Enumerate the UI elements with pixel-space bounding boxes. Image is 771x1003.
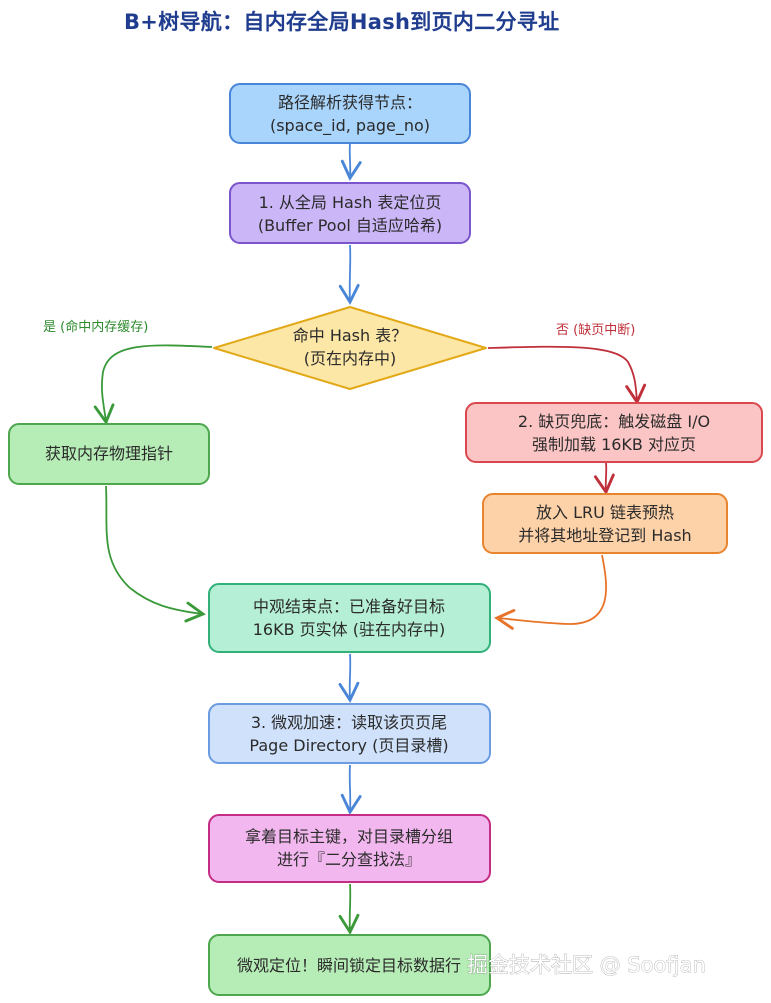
node-hash-lookup-box: [229, 182, 471, 244]
node-hit-decision-line2: (页在内存中): [304, 349, 397, 368]
node-macro-end: 中观结束点：已准备好目标 16KB 页实体 (驻在内存中): [208, 583, 491, 653]
node-get-pointer-box: [8, 423, 210, 485]
node-start-box: [229, 83, 471, 144]
edge-binary-to-locate: [338, 883, 360, 935]
node-lru-warm-line2: 并将其地址登记到 Hash: [518, 526, 691, 545]
node-macro-end-line2: 16KB 页实体 (驻在内存中): [253, 620, 446, 639]
watermark: 掘金技术社区 @ Soofjan: [467, 953, 706, 977]
node-binary-search: 拿着目标主键，对目录槽分组 进行『二分查找法』: [208, 814, 491, 883]
node-hash-lookup-line2: (Buffer Pool 自适应哈希): [258, 216, 442, 235]
node-page-fault-line2: 强制加载 16KB 对应页: [532, 435, 696, 454]
edge-micro-to-binary: [340, 764, 362, 815]
edge-hash-to-decision: [338, 244, 360, 305]
edge-yes-branch: [93, 344, 213, 425]
no-branch-label: 否 (缺页中断): [556, 323, 635, 338]
edge-lru-to-macro: [494, 554, 607, 630]
node-binary-search-line1: 拿着目标主键，对目录槽分组: [245, 827, 453, 846]
node-hash-lookup: 1. 从全局 Hash 表定位页 (Buffer Pool 自适应哈希): [229, 182, 471, 244]
node-get-pointer: 获取内存物理指针: [8, 423, 210, 485]
node-start: 路径解析获得节点： (space_id, page_no): [229, 83, 471, 144]
node-start-line1: 路径解析获得节点：: [278, 93, 422, 112]
node-locate-data: 微观定位！瞬间锁定目标数据行: [208, 934, 491, 996]
edge-macro-to-micro: [338, 653, 360, 703]
node-page-fault-line1: 2. 缺页兜底：触发磁盘 I/O: [518, 412, 710, 431]
edge-no-branch: [487, 345, 647, 405]
node-lru-warm-line1: 放入 LRU 链表预热: [536, 503, 674, 522]
node-hit-decision-line1: 命中 Hash 表？: [293, 326, 408, 345]
node-locate-data-box: [208, 934, 491, 996]
diagram-title: B+树导航：自内存全局Hash到页内二分寻址: [124, 10, 559, 34]
node-start-line2: (space_id, page_no): [270, 116, 430, 136]
node-hit-decision-diamond: [213, 306, 487, 390]
node-page-fault-box: [465, 402, 763, 463]
edge-pointer-to-macro: [105, 485, 206, 623]
node-get-pointer-line1: 获取内存物理指针: [45, 444, 173, 463]
node-micro-speed: 3. 微观加速：读取该页页尾 Page Directory (页目录槽): [208, 703, 491, 764]
node-lru-warm: 放入 LRU 链表预热 并将其地址登记到 Hash: [482, 493, 728, 554]
edge-start-to-hash: [340, 142, 362, 181]
edge-fault-to-lru: [593, 462, 615, 495]
node-micro-speed-box: [208, 703, 491, 764]
node-locate-data-line1: 微观定位！瞬间锁定目标数据行: [237, 956, 461, 975]
yes-branch-label: 是 (命中内存缓存): [43, 319, 148, 335]
node-lru-warm-box: [482, 493, 728, 554]
node-macro-end-box: [208, 583, 491, 653]
node-page-fault: 2. 缺页兜底：触发磁盘 I/O 强制加载 16KB 对应页: [465, 402, 763, 463]
node-hit-decision: 命中 Hash 表？ (页在内存中): [213, 306, 487, 390]
node-hash-lookup-line1: 1. 从全局 Hash 表定位页: [259, 193, 442, 212]
node-micro-speed-line1: 3. 微观加速：读取该页页尾: [251, 713, 447, 732]
node-binary-search-line2: 进行『二分查找法』: [277, 850, 421, 869]
node-binary-search-box: [208, 814, 491, 883]
node-macro-end-line1: 中观结束点：已准备好目标: [253, 597, 445, 616]
node-micro-speed-line2: Page Directory (页目录槽): [249, 736, 448, 755]
